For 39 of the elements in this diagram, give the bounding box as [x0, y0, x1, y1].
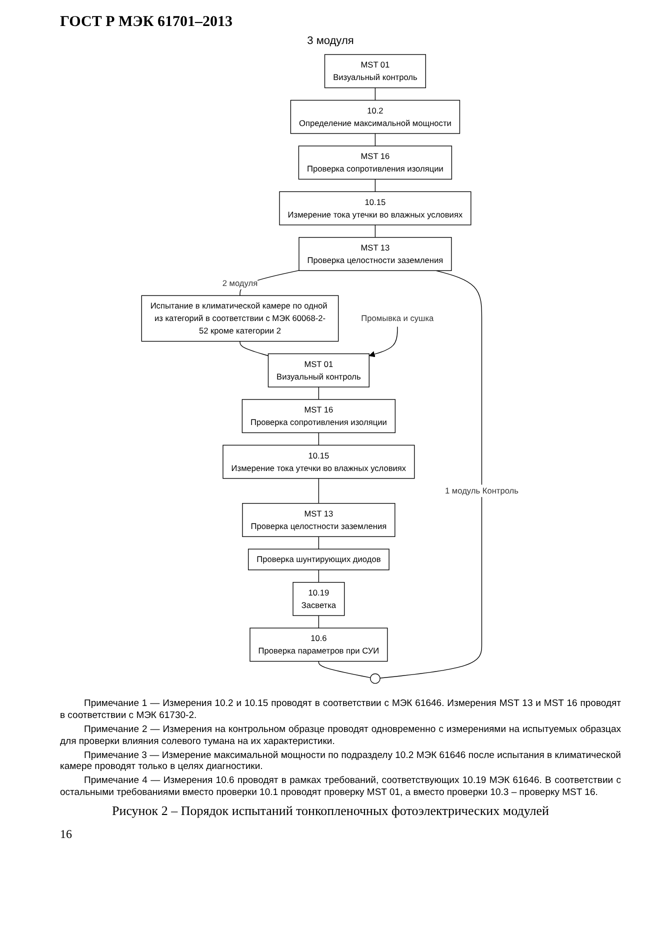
- note-text: Примечание 3 — Измерение максимальной мощности по подразделу 10.2 МЭК 61646 после испытания в климатической камере проводят только в целях диагностики.: [60, 750, 621, 774]
- connector: [318, 660, 372, 678]
- group-label: 3 модуля: [306, 35, 355, 47]
- edge-label: 1 модуль Контроль: [445, 486, 519, 496]
- node-box: 10.15 Измерение тока утечки во влажных условиях: [280, 191, 472, 226]
- node-box: MST 16 Проверка сопротивления изоляции: [242, 399, 396, 434]
- connector: [318, 615, 320, 628]
- page-number: 16: [60, 827, 73, 842]
- connector: [240, 340, 270, 356]
- node-box: Испытание в климатической камере по одной из категорий в соответствии с МЭК 60068-2-52 кроме категории 2: [142, 295, 340, 342]
- connector: [375, 133, 376, 146]
- node-box: 10.19 Засветка: [293, 582, 346, 616]
- page-header: ГОСТ Р МЭК 61701–2013: [60, 14, 234, 31]
- node-box: Проверка шунтирующих диодов: [248, 548, 390, 570]
- node-box: 10.6 Проверка параметров при СУИ: [250, 628, 388, 662]
- connector: [318, 570, 320, 583]
- connector: [318, 478, 320, 504]
- node-box: 10.15 Измерение тока утечки во влажных условиях: [223, 444, 416, 479]
- node-box: MST 01 Визуальный контроль: [268, 353, 370, 388]
- connector: [318, 432, 320, 446]
- node-box: MST 13 Проверка целостности заземления: [242, 503, 396, 537]
- note-text: Примечание 4 — Измерения 10.6 проводят в рамках требований, соответствующих 10.19 МЭК 61646. В соответствии с остальными требованиями вместо проверки 10.1 проводят проверку MST 01, а вместо проверки 10.3 – проверку MST 16.: [60, 775, 621, 799]
- node-point: [370, 673, 381, 684]
- node-box: 10.2 Определение максимальной мощности: [290, 100, 460, 134]
- figure-caption: Рисунок 2 – Порядок испытаний тонкопленочных фотоэлектрических модулей: [111, 803, 550, 819]
- note-text: Примечание 1 — Измерения 10.2 и 10.15 проводят в соответствии с МЭК 61646. Измерения MST 13 и MST 16 проводят в соответствии с МЭК 61730-2.: [60, 698, 621, 722]
- connector: [375, 224, 376, 238]
- connector: [318, 536, 320, 550]
- node-box: MST 13 Проверка целостности заземления: [299, 237, 452, 271]
- connector: [380, 270, 483, 678]
- connector: [318, 386, 320, 400]
- connector: [375, 87, 376, 101]
- note-text: Примечание 2 — Измерения на контрольном образце проводят одновременно с измерениями на испытуемых образцах для проверки влияния солевого тумана на их характеристики.: [60, 724, 621, 748]
- node-text: Промывка и сушка: [362, 314, 434, 324]
- arrow: [369, 326, 398, 358]
- node-box: MST 01 Визуальный контроль: [324, 54, 426, 88]
- edge-label: 2 модуля: [222, 278, 258, 288]
- node-box: MST 16 Проверка сопротивления изоляции: [298, 146, 452, 180]
- connector: [375, 178, 376, 192]
